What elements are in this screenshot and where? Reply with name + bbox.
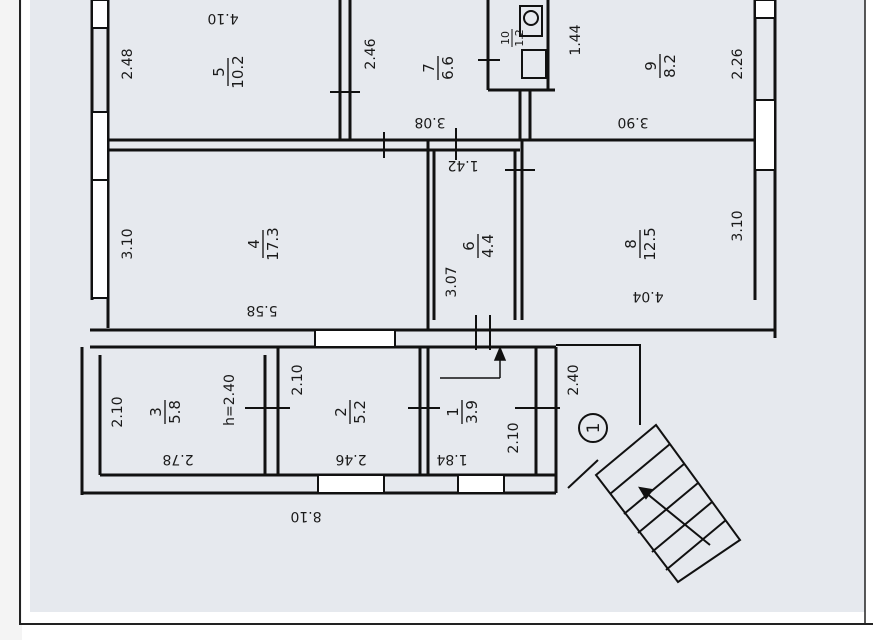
room-5: 5 10.2	[210, 55, 247, 88]
room-number: 10	[499, 31, 512, 45]
room-area: 5.8	[166, 400, 184, 424]
room-labels: 5 10.2 7 6.6 9 8.2 10 1.2 4 17.3 6 4.4	[147, 29, 679, 424]
dim-2-78: 2.78	[162, 451, 193, 467]
room-number: 6	[460, 241, 478, 251]
room-area: 17.3	[264, 227, 282, 260]
toilet-icon	[519, 5, 543, 37]
room-area: 6.6	[439, 56, 457, 80]
porch-outline	[556, 344, 641, 425]
dim-5-58: 5.58	[246, 302, 277, 318]
dim-2-48: 2.48	[120, 48, 136, 79]
room-number: 8	[622, 239, 640, 249]
dim-3-07: 3.07	[444, 266, 460, 297]
stair-step	[623, 463, 685, 515]
dim-3-90: 3.90	[617, 114, 648, 130]
arrow-head-icon	[493, 346, 507, 361]
dim-4-04: 4.04	[632, 288, 663, 304]
paper-sheet	[30, 0, 865, 612]
dim-4-10: 4.10	[207, 10, 238, 26]
room-area: 5.2	[351, 400, 369, 424]
dim-1-44: 1.44	[568, 24, 584, 55]
window	[754, 0, 776, 19]
dim-2-40: 2.40	[566, 364, 582, 395]
window	[457, 474, 505, 494]
room-2: 2 5.2	[332, 400, 369, 424]
dim-3-10a: 3.10	[120, 228, 136, 259]
window	[91, 179, 109, 299]
room-10: 10 1.2	[499, 29, 526, 47]
room-number: 1	[444, 407, 462, 417]
dim-1-42: 1.42	[447, 157, 478, 173]
dim-8-10: 8.10	[290, 508, 321, 524]
walls	[80, 0, 777, 495]
entrance-marker-circle	[578, 413, 608, 443]
room-9: 9 8.2	[642, 54, 679, 78]
toilet-bowl-icon	[523, 10, 539, 26]
room-number: 3	[147, 407, 165, 417]
room-number: 5	[210, 67, 228, 77]
entrance-stairs	[556, 344, 742, 584]
room-number: 4	[245, 239, 263, 249]
porch-edge	[567, 459, 599, 489]
room-4: 4 17.3	[245, 227, 282, 260]
bathroom-fixtures	[519, 5, 547, 79]
window	[91, 111, 109, 183]
room-6: 6 4.4	[460, 234, 497, 258]
room-number: 2	[332, 407, 350, 417]
room-area: 8.2	[661, 54, 679, 78]
stair-step	[665, 519, 727, 571]
dim-2-46b: 2.46	[335, 451, 366, 467]
stair-step	[637, 482, 699, 534]
room-area: 10.2	[229, 55, 247, 88]
dim-2-10a: 2.10	[110, 396, 126, 427]
stair-step	[651, 501, 713, 553]
room-area: 4.4	[479, 234, 497, 258]
hall-arrow	[440, 346, 507, 379]
window	[754, 99, 776, 171]
dim-2-26: 2.26	[730, 48, 746, 79]
room-3: 3 5.8	[147, 400, 184, 424]
dimension-labels: 4.10 3.08 3.90 1.42 5.58 4.04 2.78 2.46 …	[110, 10, 746, 524]
dim-2-10c: 2.10	[506, 422, 522, 453]
stairs-outline	[594, 423, 742, 584]
dim-3-08: 3.08	[414, 114, 445, 130]
dim-h-2-40: h=2.40	[222, 374, 238, 426]
room-area: 12.5	[641, 227, 659, 260]
entrance-marker-label: 1	[584, 423, 604, 434]
room-7: 7 6.6	[420, 56, 457, 80]
dim-1-84: 1.84	[436, 451, 467, 467]
window	[91, 0, 109, 29]
room-area: 1.2	[513, 29, 526, 47]
stair-arrow-line	[639, 487, 711, 546]
dim-2-46a: 2.46	[363, 38, 379, 69]
window	[317, 474, 385, 494]
room-8: 8 12.5	[622, 227, 659, 260]
stair-arrow-head-icon	[638, 486, 654, 500]
left-margin	[0, 0, 22, 640]
room-area: 3.9	[463, 400, 481, 424]
sink-icon	[521, 49, 547, 79]
doorway	[314, 329, 396, 348]
windows	[91, 0, 776, 494]
room-number: 9	[642, 61, 660, 71]
door-ticks	[245, 59, 560, 409]
stair-step	[609, 443, 671, 495]
room-1: 1 3.9	[444, 400, 481, 424]
dim-3-10b: 3.10	[730, 210, 746, 241]
room-number: 7	[420, 63, 438, 73]
dim-2-10b: 2.10	[290, 364, 306, 395]
